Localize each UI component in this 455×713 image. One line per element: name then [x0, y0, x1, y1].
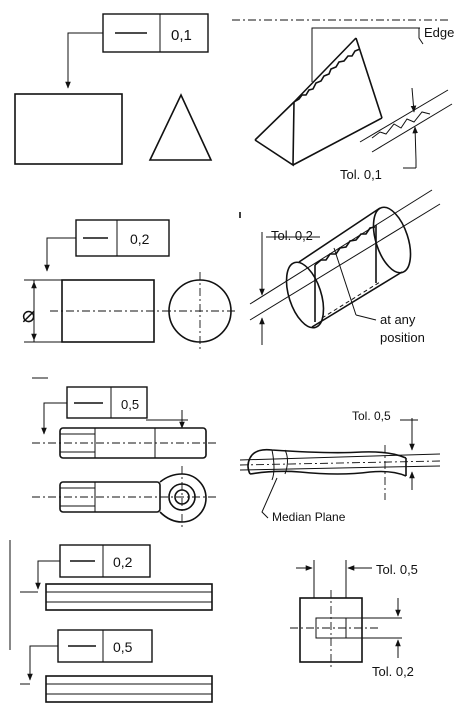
tolerance-label: Tol. 0,1 — [340, 167, 382, 182]
panel-8-square-zone: Tol. 0,5 Tol. 0,2 — [290, 560, 418, 679]
lower-shaft-eye — [159, 473, 207, 523]
cylinder-far-end — [372, 206, 412, 274]
tolerance-value: 0,2 — [130, 231, 150, 247]
panel-3-cylinder: 0,2 ⌀ — [22, 219, 238, 350]
upper-flat-bar — [45, 583, 213, 611]
panel-5-shafts: 0,5 — [32, 377, 216, 530]
feature-control-frame-3: 0,2 — [75, 219, 170, 257]
wavy-axis — [314, 226, 376, 266]
feature-control-frame-7a: 0,2 — [59, 544, 151, 578]
diameter-symbol-icon: ⌀ — [22, 302, 35, 327]
edge-leader — [311, 27, 420, 82]
panel-2-prism-edge: Edge Tol. 0,1 — [232, 19, 454, 182]
triangle-shape — [148, 93, 213, 161]
tolerance-label-2: Tol. 0,2 — [372, 664, 414, 679]
cylinder-side-view — [61, 279, 155, 343]
tolerance-label-1: Tol. 0,5 — [376, 562, 418, 577]
panel-6-bent-bar: Tol. 0,5 Median Plane — [239, 409, 441, 524]
panel-4-cylinder-zone: Tol. 0,2 at any position — [239, 189, 441, 345]
rough-edge — [293, 48, 361, 103]
tolerance-value-1: 0,2 — [113, 554, 133, 570]
panel-7-flat-bars: 0,2 0,5 — [9, 540, 213, 703]
position-label-line-1: at any — [380, 312, 416, 327]
bar-bottom-edge — [249, 470, 407, 477]
zone-profile — [371, 111, 431, 139]
rectangle-shape — [14, 93, 123, 165]
tolerance-value: 0,1 — [171, 27, 192, 44]
leader-arrow — [65, 32, 103, 89]
edge-label: Edge — [424, 25, 454, 40]
tolerance-value-2: 0,5 — [113, 639, 133, 655]
tolerance-zone-line-1 — [359, 89, 449, 143]
position-label-line-2: position — [380, 330, 425, 345]
panel-1-flat-shapes: 0,1 — [14, 13, 213, 165]
feature-control-frame-5: 0,5 — [66, 386, 148, 419]
feature-control-frame-7b: 0,5 — [57, 629, 153, 663]
tolerance-value: 0,5 — [121, 397, 139, 412]
cylinder-near-end — [285, 261, 325, 329]
tolerance-label: Tol. 0,2 — [271, 228, 313, 243]
feature-control-frame-1: 0,1 — [102, 13, 209, 53]
lower-flat-bar — [45, 675, 213, 703]
tolerance-label: Tol. 0,5 — [352, 409, 391, 423]
median-plane-label: Median Plane — [272, 510, 346, 524]
tolerance-zone-line-2 — [371, 103, 453, 153]
leader-arrow — [44, 237, 76, 272]
tolerance-zone-line-1 — [249, 203, 441, 321]
